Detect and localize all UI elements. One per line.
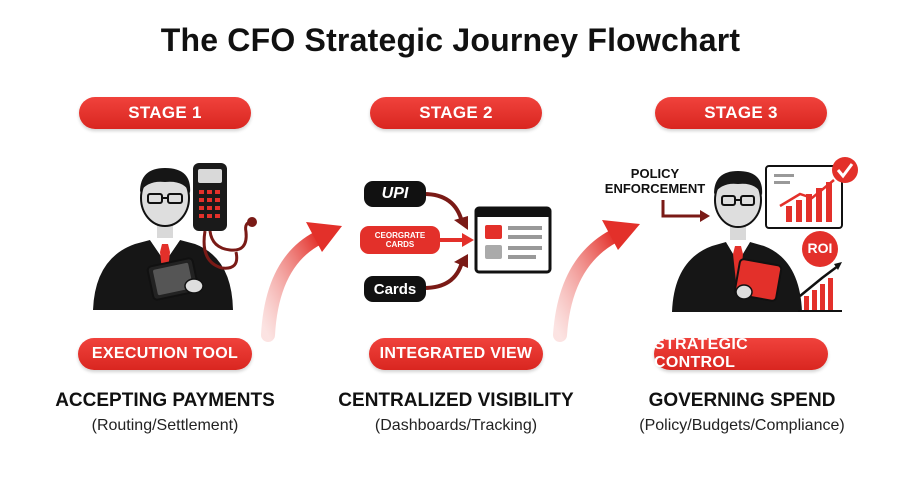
stage-3-heading: GOVERNING SPEND [648, 390, 836, 411]
policy-pointer-arrow [661, 200, 710, 222]
stage-3-subtext: (Policy/Budgets/Compliance) [639, 417, 845, 434]
curved-arrow-icon [553, 220, 640, 342]
upi-input-chip: UPI [364, 181, 426, 207]
curved-arrow-icon [261, 222, 342, 342]
execution-tool-pill: EXECUTION TOOL [78, 338, 252, 370]
payment-terminal-icon [193, 163, 257, 270]
integrated-view-pill: INTEGRATED VIEW [369, 338, 543, 370]
policy-enforcement-label: POLICY ENFORCEMENT [604, 166, 706, 196]
cfo-figure-icon [93, 168, 233, 310]
checkmark-icon [832, 157, 858, 183]
stage-1-heading: ACCEPTING PAYMENTS [55, 390, 275, 411]
stage-1-subtext: (Routing/Settlement) [91, 417, 239, 434]
stage-2-pill: STAGE 2 [370, 97, 542, 129]
stage-1-pill: STAGE 1 [79, 97, 251, 129]
strategic-control-pill: STRATEGIC CONTROL [654, 336, 828, 371]
cfo-figure-icon [672, 171, 802, 312]
flow-connectors [423, 192, 474, 290]
stage-2-subtext: (Dashboards/Tracking) [374, 417, 538, 434]
page-title: The CFO Strategic Journey Flowchart [160, 22, 741, 58]
corporate-cards-chip: CEORGRATE CARDS [360, 226, 440, 254]
roi-badge-icon [802, 231, 838, 267]
dashboard-icon [474, 206, 552, 274]
cards-input-chip: Cards [364, 276, 426, 302]
growth-chart-icon [798, 262, 842, 312]
growth-chart-icon [765, 165, 843, 229]
stage-3-pill: STAGE 3 [655, 97, 827, 129]
stage-2-heading: CENTRALIZED VISIBILITY [338, 390, 574, 411]
roi-label: ROI [807, 240, 833, 256]
